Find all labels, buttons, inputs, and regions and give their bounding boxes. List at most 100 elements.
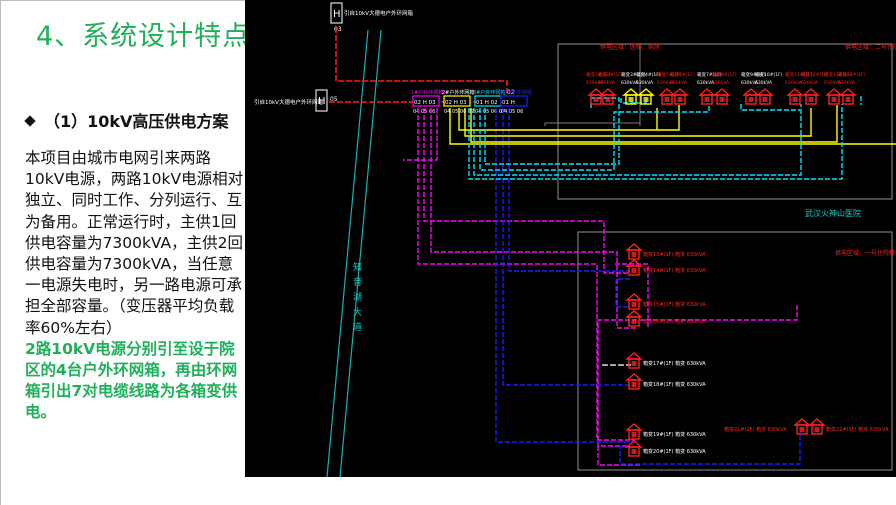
transformer-top-8: 箱变8#(1F) 630kVA — [712, 71, 737, 105]
transformer-top-4: 箱变4#(1F)630kVA — [636, 71, 661, 105]
transformer-capacity: 630kVA — [586, 80, 604, 86]
source-port-2: 05 — [330, 96, 338, 103]
transformer-bottom-2: 箱变14#(1F) 箱变 630kVA — [625, 259, 706, 276]
transformer-bottom-4: 箱变16#(1F) 箱变 630kVA — [625, 310, 706, 327]
transformer-name: 箱变2#(1F) — [598, 71, 623, 78]
ring-unit-label: 3#户外环网箱 — [473, 89, 505, 96]
transformer-bottom-5: 箱变17#(1F) 箱变 630kVA — [625, 352, 706, 369]
transformer-name: 箱变10#(1F) — [755, 71, 783, 78]
area-label-bottom: 供电区域：一号住院楼 — [835, 249, 895, 257]
bottom-transformer-group: 箱变13#(1F) 箱变 630kVA 箱变14#(1F) 箱变 630kVA 箱变… — [625, 243, 889, 457]
transformer-capacity: 630kVA — [657, 80, 675, 86]
ring-unit-ports: 02 H 03 — [445, 100, 467, 106]
transformer-top-10: 箱变10#(1F) 630kVA — [755, 71, 783, 105]
ring-unit-box — [412, 95, 440, 107]
transformer-icon — [625, 243, 643, 260]
transformer-icon — [625, 310, 643, 327]
area-box-top — [557, 43, 893, 200]
transformer-name: 箱变9#(1F) — [741, 71, 766, 78]
cad-wiring-diagram: 知音湖大道 供电区域：医技、病房 供电区域：二号住院楼 供电区域：一号住院楼 武… — [245, 0, 896, 478]
area-box-bottom — [577, 231, 893, 471]
transformer-label: 箱变14#(1F) 箱变 630kVA — [643, 267, 706, 274]
transformer-icon — [698, 88, 716, 105]
transformer-icon — [786, 88, 804, 105]
transformer-label: 箱变15#(1F) 箱变 630kVA — [643, 301, 706, 308]
transformer-icon — [625, 373, 643, 390]
transformer-name: 箱变14#(1F) — [838, 71, 866, 78]
area-label-top-right: 供电区域：二号住院楼 — [845, 43, 896, 51]
transformer-icon — [713, 88, 731, 105]
transformer-name: 箱变5#(1F) — [657, 71, 682, 78]
transformer-bottom-9: 箱变21#(1F) 箱变 630kVA — [724, 418, 811, 435]
transformer-top-7: 箱变7#(1F)630kVA — [697, 71, 722, 105]
transformer-top-9: 箱变9#(1F)630kVA — [741, 71, 766, 105]
transformer-bottom-6: 箱变18#(1F) 箱变 630kVA — [625, 373, 706, 390]
transformer-icon — [658, 88, 676, 105]
section-heading: （1）10kV高压供电方案 — [24, 108, 228, 132]
transformer-icon — [625, 293, 643, 310]
source-symbol-1: H — [333, 9, 341, 20]
transformer-label: 箱变17#(1F) 箱变 630kVA — [643, 360, 706, 367]
diamond-bullet-icon — [24, 114, 36, 127]
transformer-bottom-7: 箱变19#(1F) 箱变 630kVA — [625, 423, 706, 440]
transformer-capacity: 630kVA — [712, 80, 730, 86]
ring-unit-ports: 01 H — [502, 100, 515, 106]
transformer-icon — [825, 88, 843, 105]
source-label-1: 引自10kV大德电户外环网箱 — [344, 9, 413, 17]
blue-feeders — [495, 108, 801, 465]
transformer-bottom-1: 箱变13#(1F) 箱变 630kVA — [625, 243, 706, 260]
transformer-capacity: 630kVA — [670, 80, 688, 86]
transformer-icon — [671, 88, 689, 105]
magenta-feeders — [403, 108, 798, 466]
ring-unit-outputs: 04 05 06 07 — [475, 109, 505, 115]
cyan-feeders — [468, 96, 862, 180]
transformer-name: 箱变11#(1F) — [785, 71, 813, 78]
transformer-icon — [756, 88, 774, 105]
transformer-name: 箱变6#(1F) — [670, 71, 695, 78]
ring-unit-ports: 02 H 03 — [414, 100, 436, 106]
ring-unit-label: 1#户外环网箱 — [411, 89, 443, 96]
transformer-capacity: 630kVA — [785, 80, 803, 86]
transformer-top-1: 箱变1#(1F)630kVA — [586, 71, 611, 105]
transformer-name: 箱变3#(1F) — [621, 71, 646, 78]
ring-unit-outputs: 04 05 06 — [501, 109, 523, 115]
transformer-top-6: 箱变6#(1F) 630kVA — [670, 71, 695, 105]
transformer-top-3: 箱变3#(1F) 630kVA — [621, 71, 646, 105]
ring-unit-label: 2#户外环网箱 — [442, 89, 474, 96]
road-edge-right — [339, 29, 382, 478]
transformer-top-5: 箱变5#(1F) 630kVA — [657, 71, 682, 105]
transformer-icon — [625, 352, 643, 369]
body-text-normal: 本项目由城市电网引来两路10kV电源，两路10kV电源相对独立、同时工作、分列运… — [25, 149, 244, 337]
transformer-name: 箱变8#(1F) — [712, 71, 737, 78]
transformer-name: 箱变13#(1F) — [824, 71, 852, 78]
transformer-top-12: 箱变12#(1F)630kVA — [801, 71, 829, 105]
transformer-top-11: 箱变11#(1F) 630kVA — [785, 71, 813, 105]
transformer-top-13: 箱变13#(1F) 630kVA — [824, 71, 852, 105]
body-text-highlight: 2路10kV电源分别引至设于院区的4台户外环网箱，再由环网箱引出7对电缆线路为各… — [25, 339, 238, 422]
transformer-label: 箱变20#(1F) 箱变 630kVA — [643, 448, 706, 455]
ring-unit-box — [500, 95, 528, 107]
transformer-capacity: 630kVA — [621, 80, 639, 86]
transformer-label: 箱变16#(1F) 箱变 630kVA — [643, 318, 706, 325]
transformer-icon — [587, 88, 605, 105]
transformer-capacity: 630kVA — [598, 80, 616, 86]
transformer-capacity: 630kVA — [636, 80, 654, 86]
source-symbol-2: H — [318, 96, 326, 107]
transformer-icon — [625, 423, 643, 440]
source-label-2: 引自10kV大德电户外环网箱 — [254, 98, 323, 106]
transformer-bottom-10: 箱变22#(1F) 箱变 630kVA — [808, 418, 889, 435]
ring4-port-top: 02 — [507, 89, 515, 96]
transformer-name: 箱变12#(1F) — [801, 71, 829, 78]
transformer-label: 箱变13#(1F) 箱变 630kVA — [643, 251, 706, 258]
transformer-label: 箱变22#(1F) 箱变 630kVA — [826, 426, 889, 433]
transformer-capacity: 630kVA — [755, 80, 773, 86]
transformer-icon — [802, 88, 820, 105]
transformer-icon — [625, 259, 643, 276]
ring-unit-ports: 01 H 02 — [476, 100, 498, 106]
transformer-icon — [742, 88, 760, 105]
area-label-top-left: 供电区域：医技、病房 — [600, 43, 660, 51]
slide-border-left — [0, 0, 1, 505]
transformer-capacity: 630kVA — [824, 80, 842, 86]
ring-unit-label: 4#户外环网箱 — [499, 89, 531, 96]
